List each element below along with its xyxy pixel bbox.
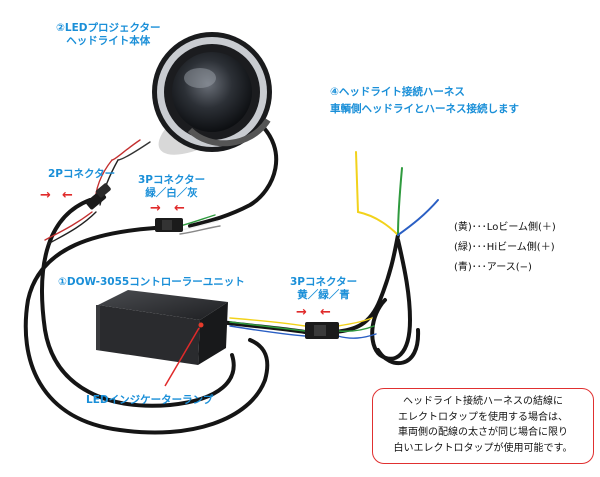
connector-3p-b-right-arrow: → bbox=[296, 305, 307, 320]
note-line: 白いエレクトロタップが使用可能です。 bbox=[393, 442, 573, 454]
connector-3p-b-label: 3Pコネクター 黄／緑／青 bbox=[290, 276, 358, 301]
projector-label: ②LEDプロジェクター ヘッドライト本体 bbox=[56, 22, 161, 47]
connector-2p-label: 2Pコネクター bbox=[48, 168, 116, 180]
wire-legend: (黄)･･･Loビーム側(＋) (緑)･･･Hiビーム側(＋) (青)･･･アー… bbox=[454, 220, 556, 275]
indicator-lamp-label: LEDインジケーターランプ bbox=[86, 394, 214, 406]
note-line: ヘッドライト接続ハーネスの結線に bbox=[403, 396, 563, 407]
connector-3p-a-label: 3Pコネクター 緑／白／灰 bbox=[138, 174, 206, 199]
harness-label: ④ヘッドライト接続ハーネス 車輌側ヘッドライとハーネス接続します bbox=[330, 86, 519, 115]
wire-legend-yellow: (黄)･･･Loビーム側(＋) bbox=[454, 222, 556, 233]
connector-2p-body bbox=[85, 183, 111, 210]
connector-2p-left-arrow: ← bbox=[62, 188, 73, 203]
connector-3p-b-left-arrow: ← bbox=[320, 305, 331, 320]
wire-legend-blue: (青)･･･アース(−) bbox=[454, 262, 532, 273]
note-line: 車両側の配線の太さが同じ場合に限り bbox=[398, 427, 568, 438]
connector-3p-a-right-arrow: → bbox=[150, 201, 161, 216]
note-line: エレクトロタップを使用する場合は、 bbox=[398, 411, 568, 423]
wire-legend-green: (緑)･･･Hiビーム側(＋) bbox=[454, 242, 555, 253]
electro-tap-note-box: ヘッドライト接続ハーネスの結線に エレクトロタップを使用する場合は、 車両側の配… bbox=[372, 388, 594, 464]
connector-2p-right-arrow: → bbox=[40, 188, 51, 203]
connector-3p-a-left-arrow: ← bbox=[174, 201, 185, 216]
controller-label: ①DOW-3055コントローラーユニット bbox=[58, 276, 245, 288]
